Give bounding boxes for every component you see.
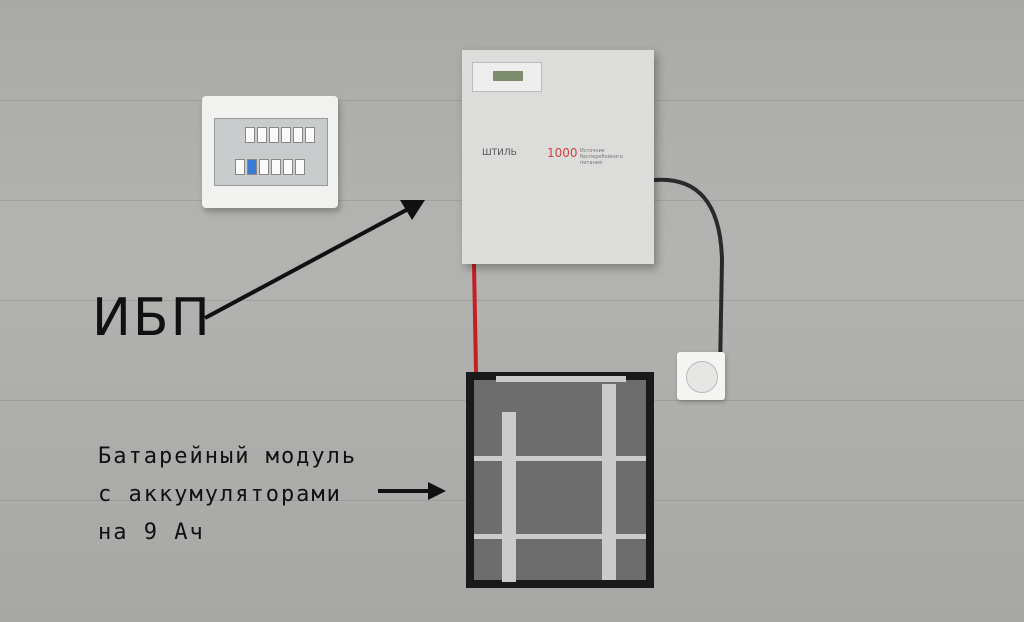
- wall-socket: [677, 352, 725, 400]
- battery-label-line2: с аккумуляторами: [98, 482, 342, 507]
- battery-module: [466, 372, 654, 588]
- red-battery-cable: [472, 263, 478, 373]
- wall-seam: [0, 300, 1024, 301]
- ups-model: 1000: [547, 146, 578, 160]
- ups-display: [472, 62, 542, 92]
- ups-brand: ШТИЛЬ: [482, 148, 517, 158]
- breaker-panel: [202, 96, 338, 208]
- ups-description: Источник бесперебойного питания: [580, 148, 623, 166]
- battery-label-line3: на 9 Ач: [98, 520, 205, 545]
- power-cable: [653, 177, 725, 381]
- ups-arrowhead: [400, 200, 425, 220]
- battery-label-line1: Батарейный модуль: [98, 444, 358, 469]
- battery-arrowhead: [428, 482, 446, 500]
- ups-arrow: [204, 206, 411, 320]
- ups-label: ИБП: [92, 288, 212, 348]
- ups-unit: ШТИЛЬ 1000 Источник бесперебойного питан…: [462, 50, 654, 264]
